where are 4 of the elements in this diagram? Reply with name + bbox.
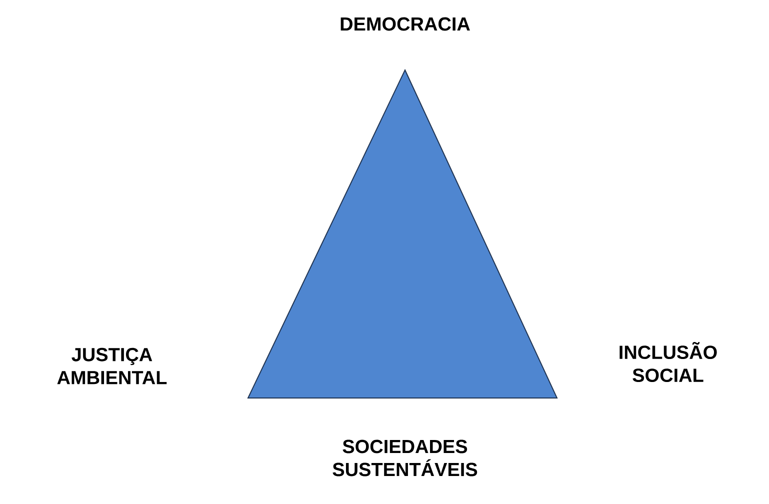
vertex-label: DEMOCRACIA [340, 17, 470, 31]
vertex-label: SOCIEDADES SUSTENTÁVEIS [332, 440, 478, 476]
vertex-label: INCLUSÃO SOCIAL [620, 342, 717, 382]
vertex-label: JUSTIÇA AMBIENTAL [57, 348, 167, 384]
